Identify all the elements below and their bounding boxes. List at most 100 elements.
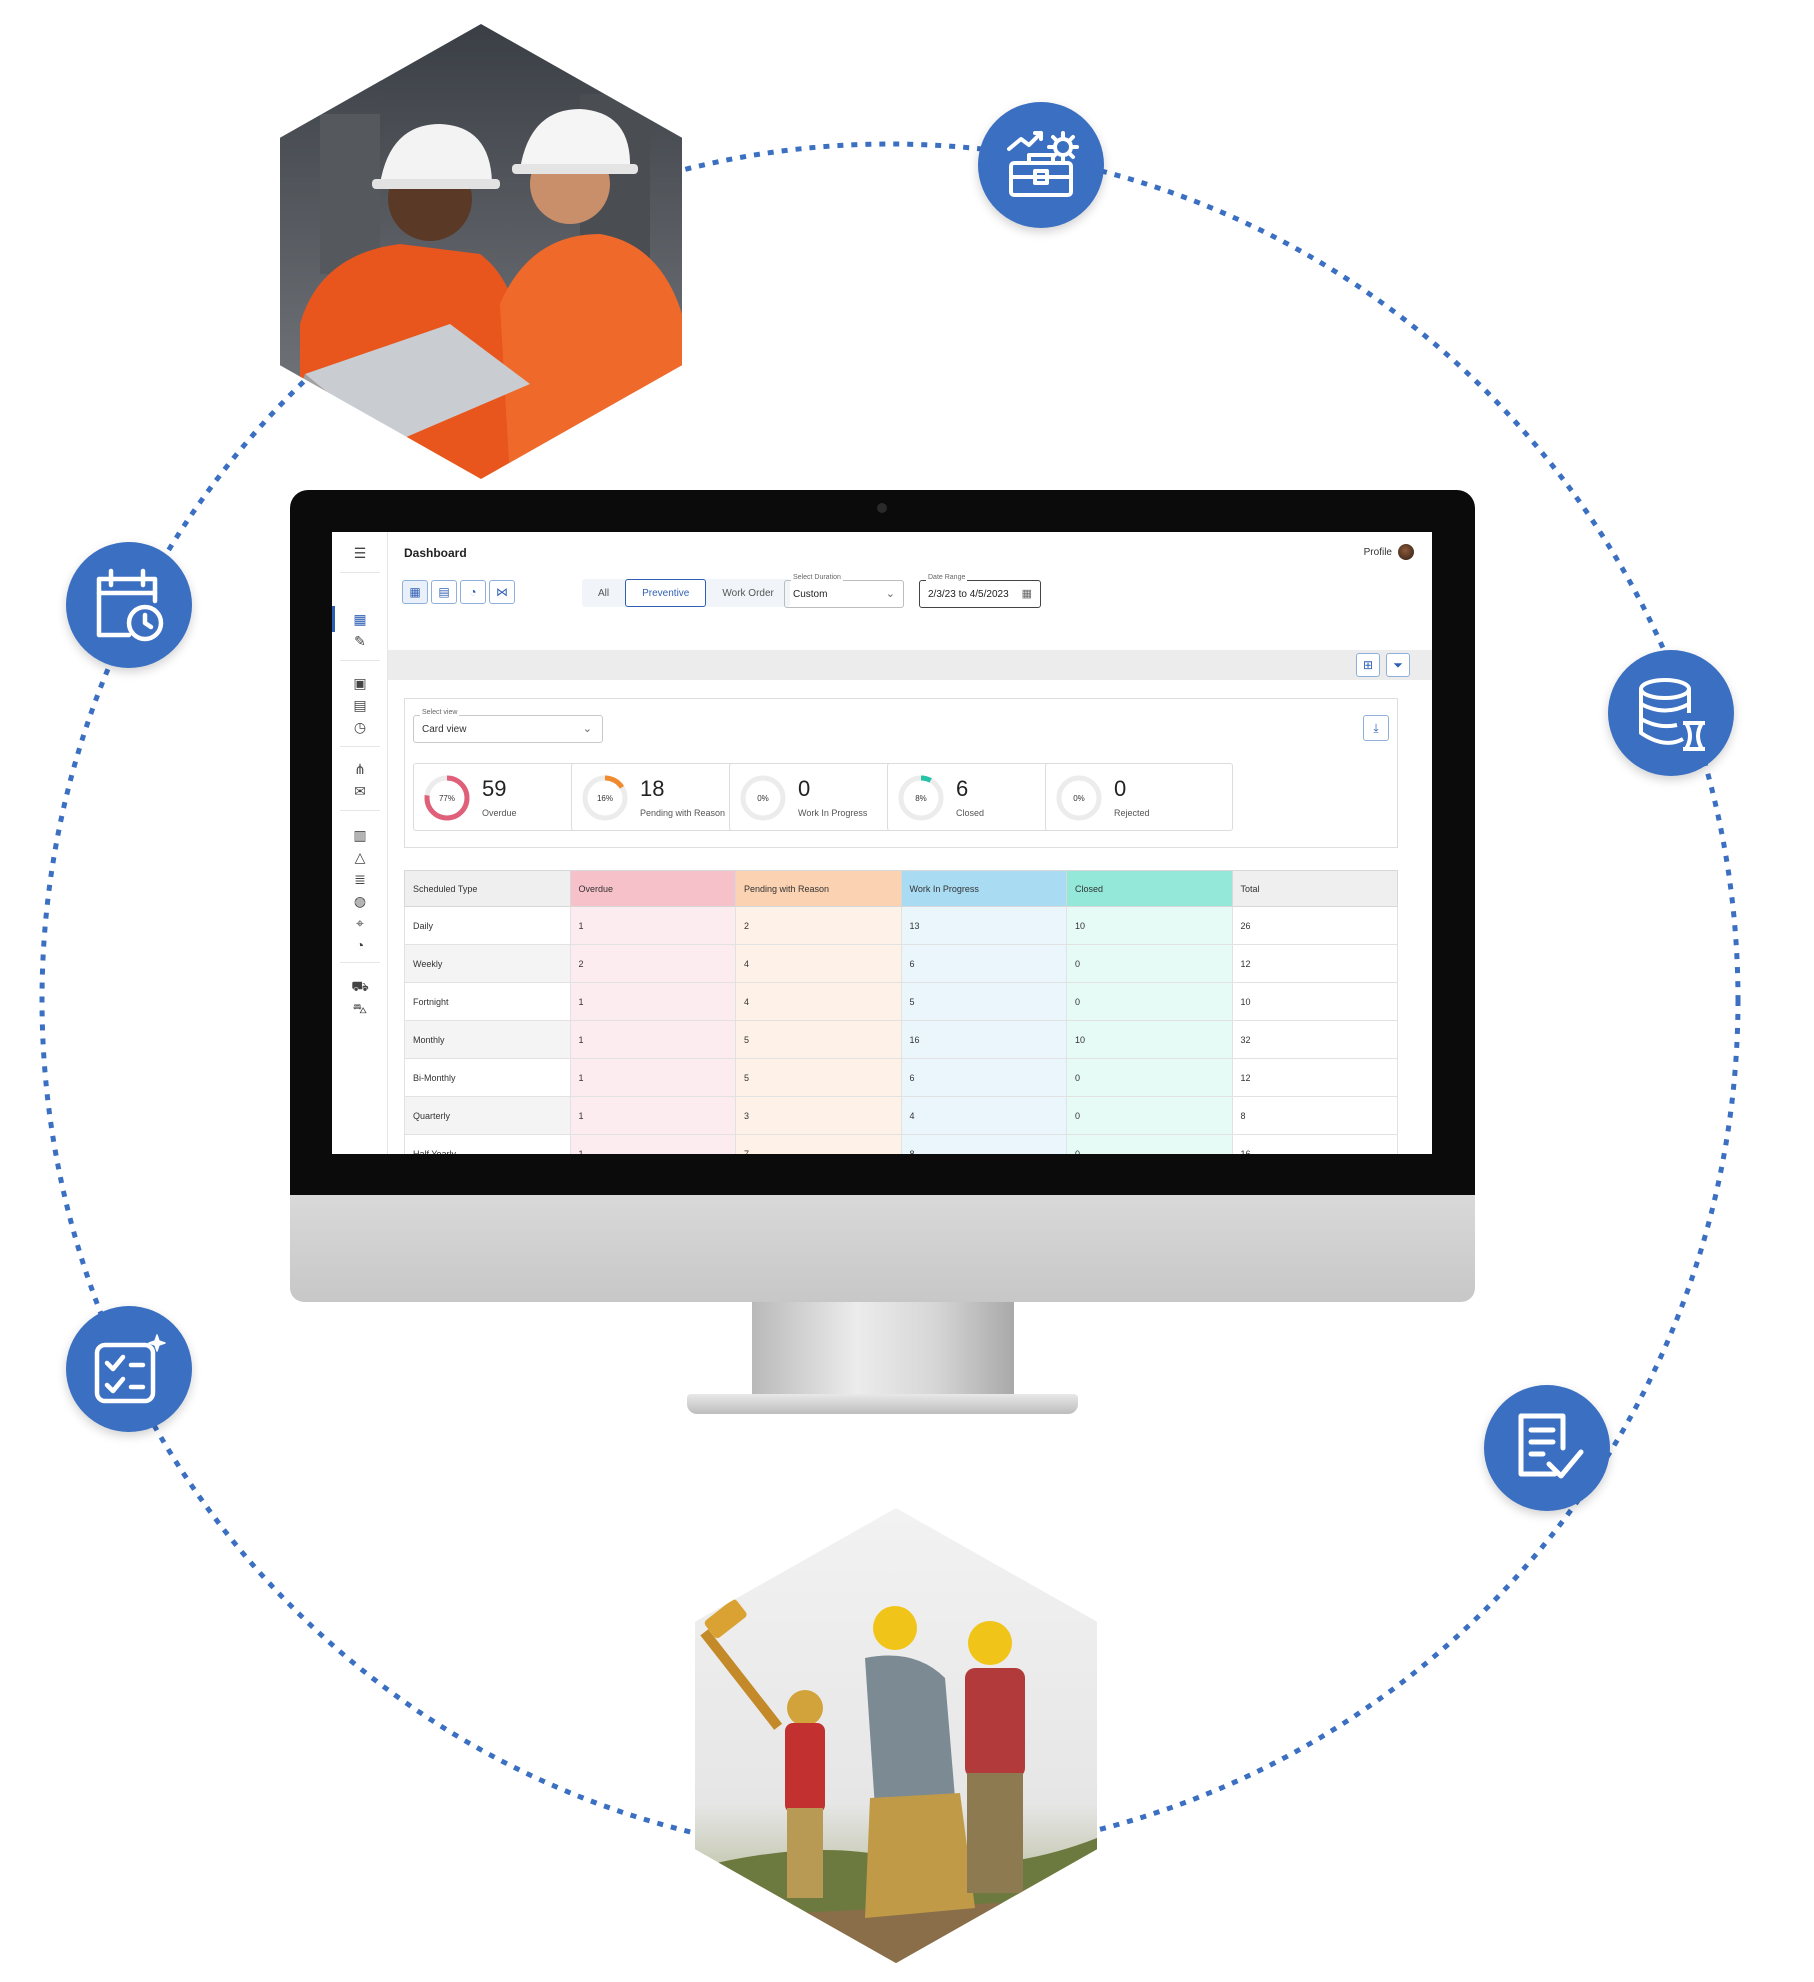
table-cell: 1 <box>569 1058 736 1097</box>
sidebar-item-location-icon[interactable]: ⌖ <box>356 914 364 931</box>
table-cell: 16 <box>900 1020 1067 1059</box>
tab-preventive[interactable]: Preventive <box>625 579 707 607</box>
table-cell: 1 <box>569 1020 736 1059</box>
profile-menu[interactable]: Profile <box>1364 544 1414 560</box>
donut-gauge: 0% <box>740 775 786 821</box>
avatar[interactable] <box>1398 544 1414 560</box>
donut-track <box>1056 775 1102 821</box>
donut-percent: 8% <box>915 794 927 803</box>
select-view-label: Select view <box>420 709 460 716</box>
tab-all[interactable]: All <box>598 587 610 599</box>
profile-label: Profile <box>1363 546 1392 558</box>
table-cell: 13 <box>900 906 1067 945</box>
sidebar-item-truck-icon[interactable]: ⛍ <box>352 999 368 1016</box>
calendar-view-button[interactable]: ▤ <box>431 580 457 604</box>
monitor-chin <box>290 1195 1475 1302</box>
table-cell: 2 <box>735 906 902 945</box>
dashboard-screen: ☰ ▦ ✎ ▣ ▤ ◷ ⋔ ✉ ▥ △ ≣ ◍ ⌖ ◔ ⛟ <box>332 532 1432 1154</box>
table-cell: 4 <box>735 944 902 983</box>
row-label: Half Yearly <box>404 1134 571 1154</box>
stat-label: Work In Progress <box>798 808 868 818</box>
date-range-value: 2/3/23 to 4/5/2023 <box>928 588 1009 600</box>
sidebar-item-mail-icon[interactable]: ✉ <box>354 782 366 799</box>
chart-view-button[interactable]: ◔ <box>460 580 486 604</box>
sidebar-item-building-icon[interactable]: ▥ <box>353 826 367 843</box>
tab-work-order[interactable]: Work Order <box>722 587 774 599</box>
sidebar-item-database-icon[interactable]: ≣ <box>354 870 366 887</box>
menu-icon[interactable]: ☰ <box>353 544 367 561</box>
sidebar-item-schedule-icon[interactable]: ▤ <box>353 696 367 713</box>
column-header[interactable]: Closed <box>1066 870 1233 907</box>
table-cell: 1 <box>569 982 736 1021</box>
stat-value: 0 <box>798 776 811 801</box>
row-label: Monthly <box>404 1020 571 1059</box>
type-segmented-control: All Preventive Work Order <box>582 579 790 607</box>
calendar-icon[interactable]: ▦ <box>1021 588 1032 600</box>
stat-label: Pending with Reason <box>640 808 726 818</box>
stat-value: 0 <box>1114 776 1127 801</box>
table-cell: 32 <box>1231 1020 1398 1059</box>
donut-track <box>740 775 786 821</box>
checklist-sparkle-icon <box>66 1306 192 1432</box>
workers-with-laptop-photo <box>280 24 682 479</box>
duration-select[interactable]: Select Duration Custom ⌄ <box>784 574 904 608</box>
sidebar-item-globe-icon[interactable]: ◍ <box>353 892 367 909</box>
chevron-down-icon: ⌄ <box>582 723 592 735</box>
sidebar-item-edit-icon[interactable]: ✎ <box>354 632 366 649</box>
table-cell: 1 <box>569 906 736 945</box>
sidebar-divider <box>340 660 380 661</box>
row-label: Weekly <box>404 944 571 983</box>
column-header[interactable]: Overdue <box>569 870 736 907</box>
select-view-dropdown[interactable]: Select view Card view ⌄ <box>413 709 603 743</box>
row-label: Bi-Monthly <box>404 1058 571 1097</box>
table-cell: 0 <box>1066 944 1233 983</box>
monitor-foot <box>687 1394 1078 1414</box>
sidebar-item-cart-icon[interactable]: ⛟ <box>351 977 369 994</box>
monitor: ☰ ▦ ✎ ▣ ▤ ◷ ⋔ ✉ ▥ △ ≣ ◍ ⌖ ◔ ⛟ <box>290 490 1475 1450</box>
column-header[interactable]: Total <box>1231 870 1398 907</box>
table-cell: 6 <box>900 1058 1067 1097</box>
grid-view-button[interactable]: ▦ <box>402 580 428 604</box>
stat-value: 18 <box>640 776 665 801</box>
sidebar-item-hierarchy-icon[interactable]: ⋔ <box>354 760 366 777</box>
column-header[interactable]: Pending with Reason <box>735 870 902 907</box>
gantt-view-button[interactable]: ⋈ <box>489 580 515 604</box>
column-header[interactable]: Work In Progress <box>900 870 1067 907</box>
active-indicator <box>332 606 335 632</box>
row-label: Fortnight <box>404 982 571 1021</box>
camera-dot <box>877 503 887 513</box>
duration-value: Custom <box>793 588 828 600</box>
sidebar-divider <box>340 810 380 811</box>
sidebar-item-clock-icon[interactable]: ◷ <box>353 718 367 735</box>
sidebar-item-dashboard-icon[interactable]: ▦ <box>353 610 367 627</box>
table-cell: 5 <box>735 1058 902 1097</box>
table-cell: 0 <box>1066 1134 1233 1154</box>
sidebar-item-gauge-icon[interactable]: ◔ <box>355 937 365 953</box>
sidebar-item-asset-icon[interactable]: ▣ <box>353 674 367 691</box>
table-cell: 0 <box>1066 1058 1233 1097</box>
filter-button[interactable]: ⏷ <box>1386 653 1410 677</box>
sidebar-item-shapes-icon[interactable]: △ <box>354 848 366 865</box>
column-header[interactable]: Scheduled Type <box>404 870 571 907</box>
table-cell: 0 <box>1066 982 1233 1021</box>
stat-label: Closed <box>956 808 985 818</box>
download-button[interactable]: ⤓ <box>1363 715 1389 741</box>
layout-button[interactable]: ⊞ <box>1356 653 1380 677</box>
stat-label: Overdue <box>482 808 517 818</box>
date-range-field[interactable]: Date Range 2/3/23 to 4/5/2023 ▦ <box>919 574 1041 608</box>
